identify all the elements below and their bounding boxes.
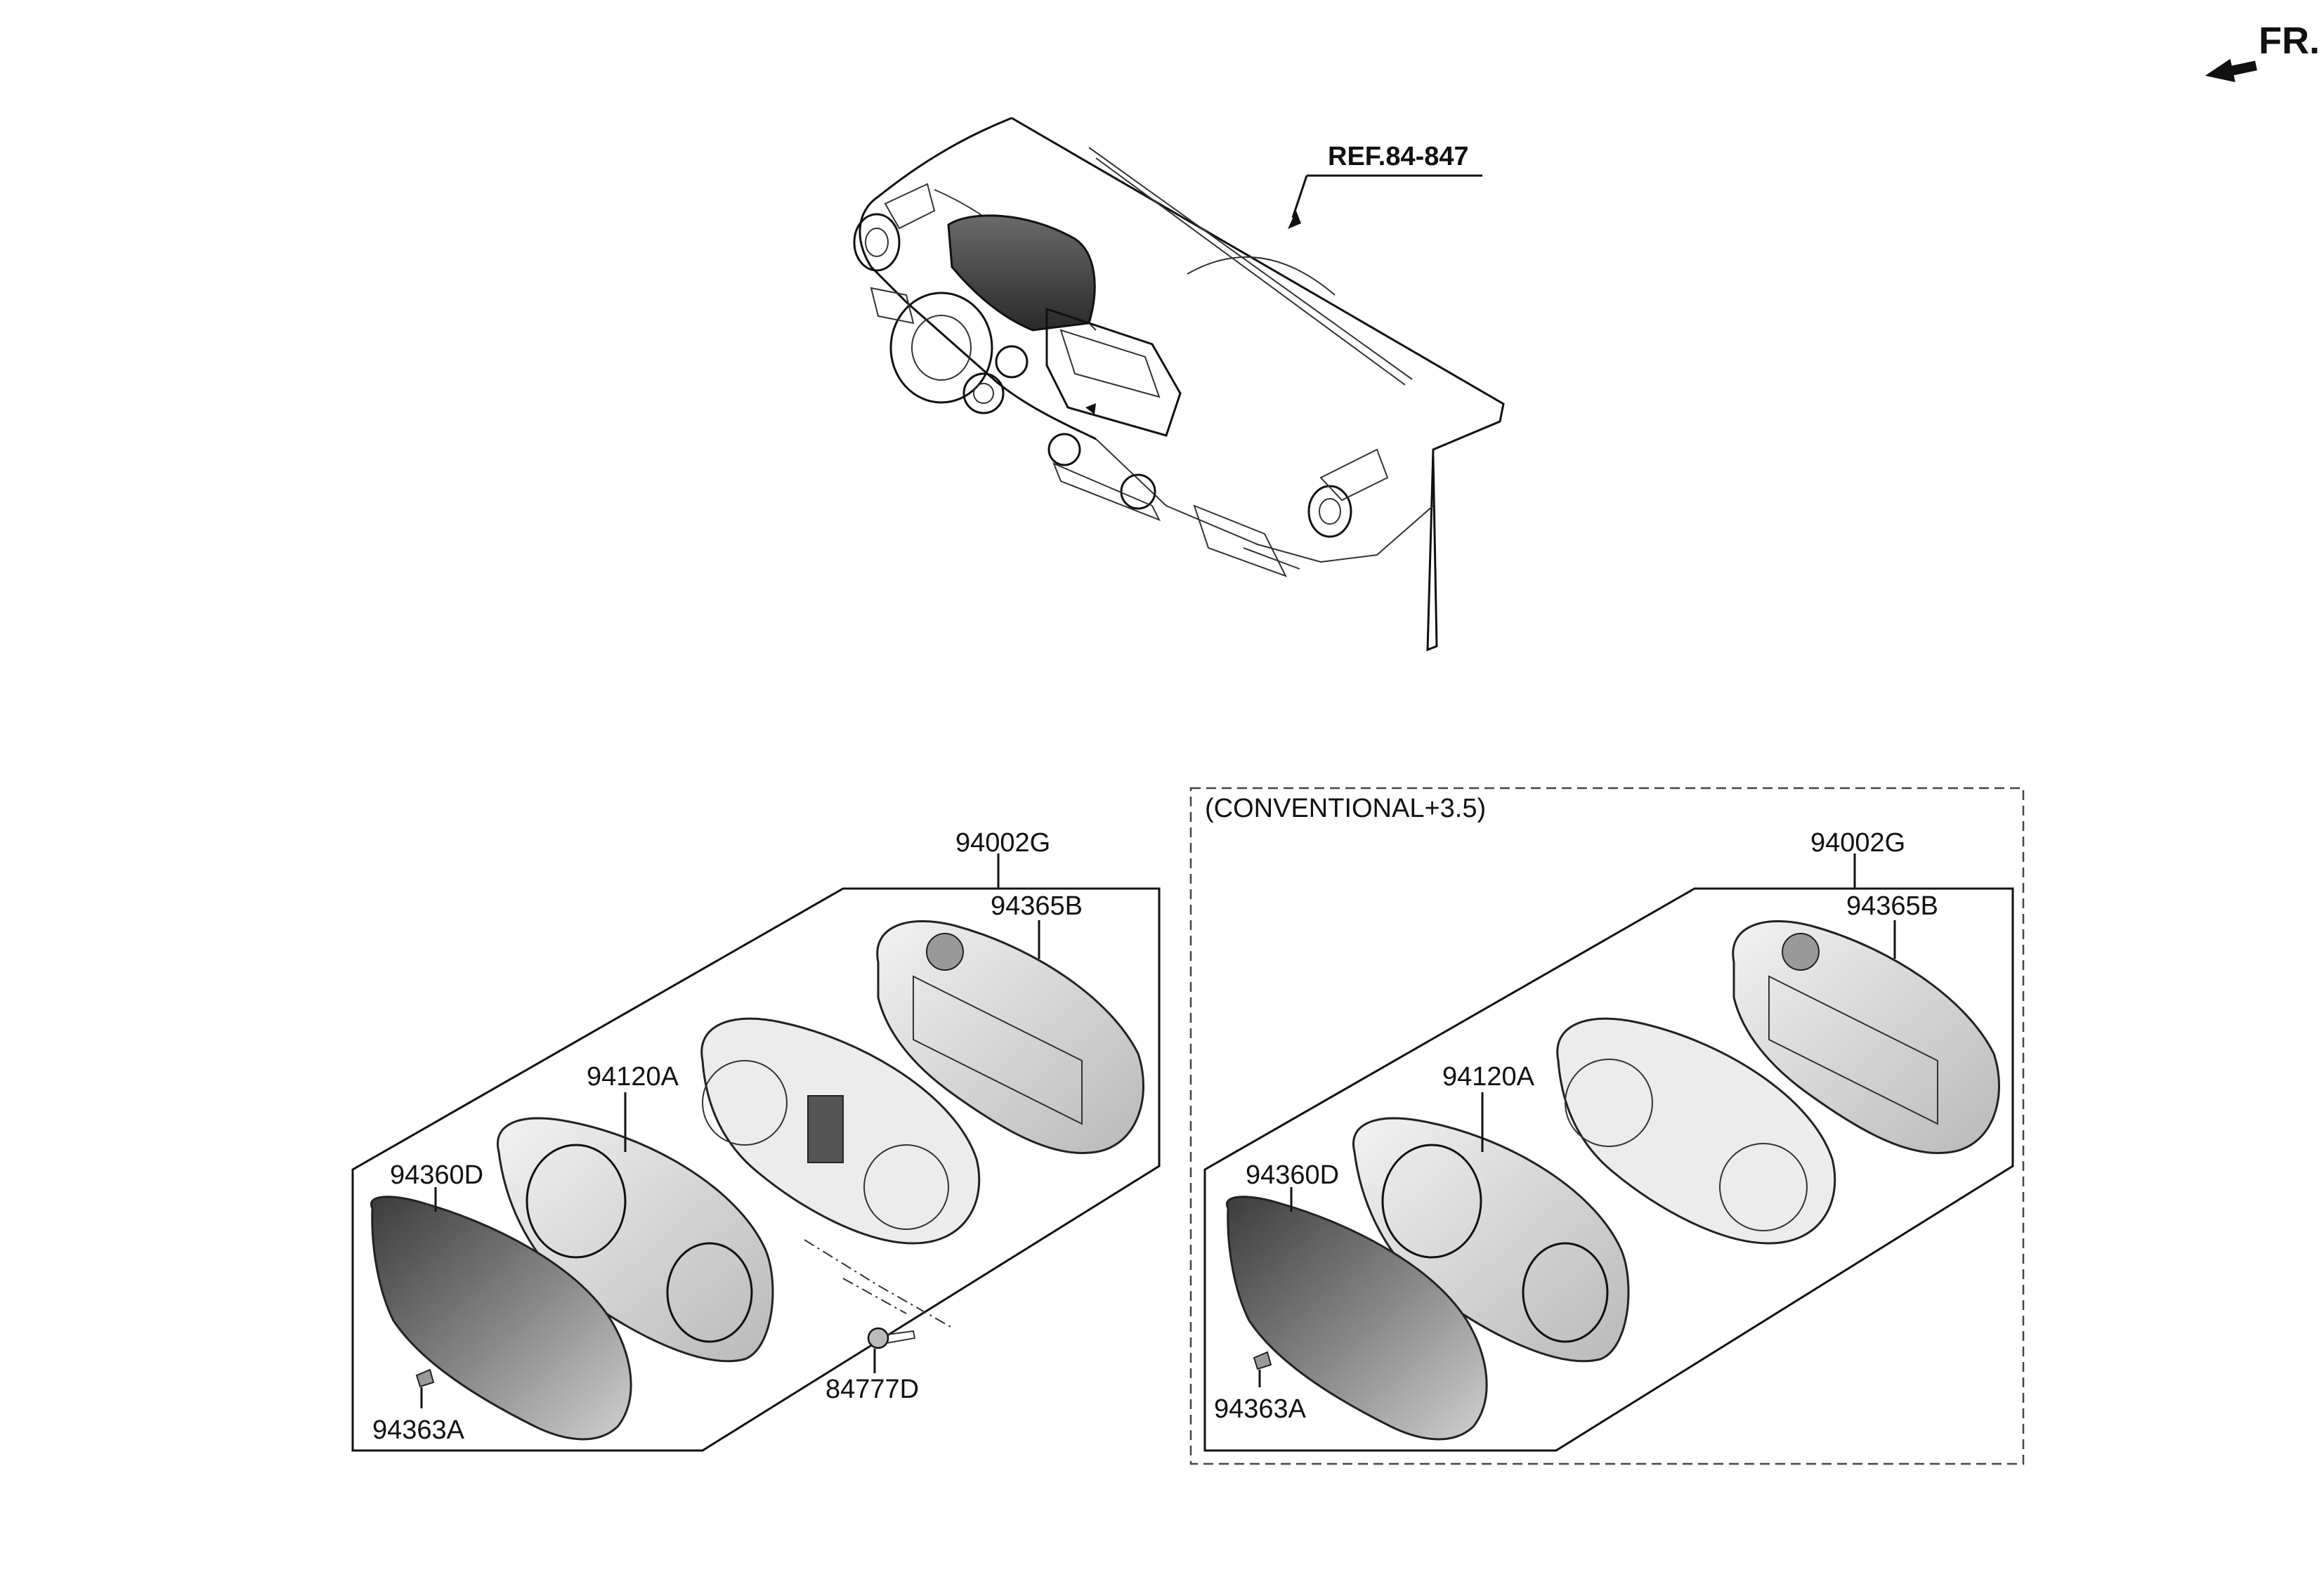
variant-back-cover-part (1732, 920, 2000, 1154)
variant-clip-part (1253, 1351, 1272, 1370)
variant-lens-label: 94360D (1246, 1160, 1339, 1190)
variant-assembly-label: 94002G (1810, 828, 1905, 858)
variant-back-cover-label: 94365B (1846, 891, 1938, 921)
variant-lens-part (1225, 1196, 1488, 1441)
variant-dial-gauge-part (1556, 1017, 1836, 1245)
front-label: FR. (2259, 20, 2320, 62)
lens-part (370, 1196, 632, 1441)
dial-gauge-label: 94120A (587, 1062, 679, 1092)
screw-label: 84777D (825, 1375, 919, 1404)
cluster-assembly-standard: 94002G 94365B 84777D 94120A 94360D (351, 828, 1161, 1452)
clip-label: 94363A (372, 1415, 465, 1445)
screw-part (867, 1327, 916, 1349)
variant-label: (CONVENTIONAL+3.5) (1205, 794, 1486, 823)
variant-dial-gauge-label: 94120A (1442, 1062, 1535, 1092)
reference-label: REF.84-847 (1328, 142, 1469, 171)
assembly-label: 94002G (955, 828, 1050, 858)
lens-label: 94360D (390, 1160, 483, 1190)
cluster-assembly-variant: (CONVENTIONAL+3.5) 94002G 94365B 94120A … (1189, 787, 2025, 1465)
cluster-location-highlight (947, 214, 1096, 332)
front-arrow-icon (2205, 58, 2257, 82)
variant-clip-label: 94363A (1214, 1394, 1307, 1424)
back-cover-label: 94365B (991, 891, 1083, 921)
clip-part (415, 1368, 435, 1388)
front-direction-indicator: FR. (2205, 20, 2320, 82)
dashboard-illustration: REF.84-847 (853, 117, 1505, 652)
back-cover-part (876, 920, 1144, 1154)
